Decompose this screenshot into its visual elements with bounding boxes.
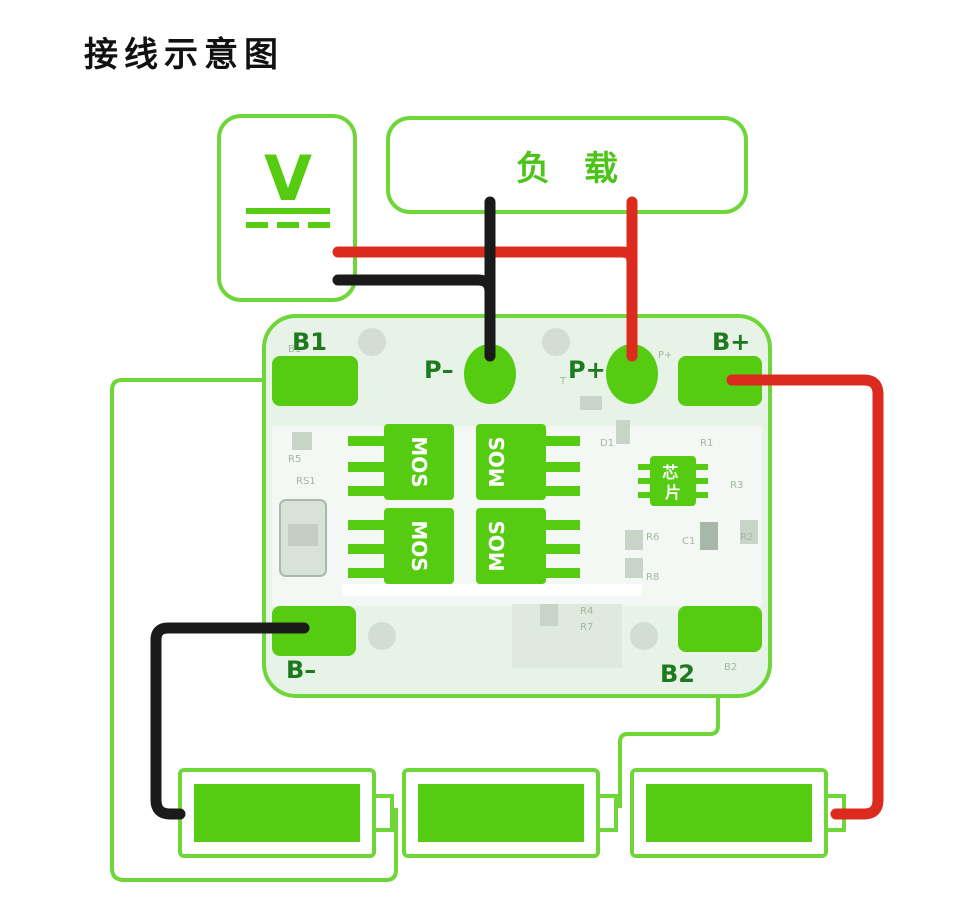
pad-b2 xyxy=(678,606,762,652)
pad-b1 xyxy=(272,356,358,406)
wire-b-plus xyxy=(726,374,884,820)
silk-b2: B2 xyxy=(724,662,737,673)
label-b-plus: B+ xyxy=(712,328,750,356)
voltage-letter: V xyxy=(264,142,312,215)
voltage-source: V xyxy=(217,114,357,302)
battery-cell-1 xyxy=(178,768,394,858)
silk-r1: R1 xyxy=(700,438,713,449)
mos-label-4: MOS xyxy=(485,520,509,571)
pad-b-plus xyxy=(678,356,762,406)
label-b1: B1 xyxy=(292,328,327,356)
mos-label-1: MOS xyxy=(407,436,431,487)
load-label: 负 载 xyxy=(516,149,618,189)
wire-b-minus xyxy=(150,622,310,820)
dc-voltage-icon: V xyxy=(246,142,330,228)
label-p-minus: P– xyxy=(424,356,454,384)
label-b-minus: B– xyxy=(286,656,316,684)
mosfet-4: MOS xyxy=(476,508,580,584)
silk-c1: C1 xyxy=(682,536,695,547)
diagram-title: 接线示意图 xyxy=(84,35,284,75)
power-wires xyxy=(150,196,884,820)
silk-r8: R8 xyxy=(646,572,659,583)
load-box: 负 载 xyxy=(386,116,748,214)
mosfet-3: MOS xyxy=(348,508,454,584)
mosfet-1: MOS xyxy=(348,424,454,500)
label-b2: B2 xyxy=(660,660,695,688)
silk-r2: R2 xyxy=(740,532,753,543)
battery-cell-2 xyxy=(402,768,618,858)
mosfet-2: MOS xyxy=(476,424,580,500)
label-p-plus: P+ xyxy=(568,356,606,384)
silk-r7: R7 xyxy=(580,622,593,633)
pad-p-minus xyxy=(464,344,516,404)
protection-chip: 芯 片 xyxy=(638,456,708,506)
protection-board: RS1 R5 R6 R7 R8 R4 D1 C1 R2 R3 R1 T P+ B… xyxy=(262,314,772,698)
silk-pplus: P+ xyxy=(658,350,672,361)
pad-p-plus xyxy=(606,344,658,404)
wire-source-negative xyxy=(332,274,496,298)
silk-t: T xyxy=(559,376,567,387)
balance-wires xyxy=(110,378,720,882)
battery-pack xyxy=(178,768,846,858)
silk-r4: R4 xyxy=(580,606,593,617)
battery-cell-3 xyxy=(630,768,846,858)
silk-b1: B1 xyxy=(288,344,301,355)
silk-r3: R3 xyxy=(730,480,743,491)
silk-rs1: RS1 xyxy=(296,476,316,487)
chip-label: 芯 片 xyxy=(662,463,684,502)
pad-b-minus xyxy=(272,606,356,656)
silk-r5: R5 xyxy=(288,454,301,465)
mos-label-3: MOS xyxy=(407,520,431,571)
mos-label-2: MOS xyxy=(485,436,509,487)
silk-d1: D1 xyxy=(600,438,614,449)
silk-r6: R6 xyxy=(646,532,659,543)
